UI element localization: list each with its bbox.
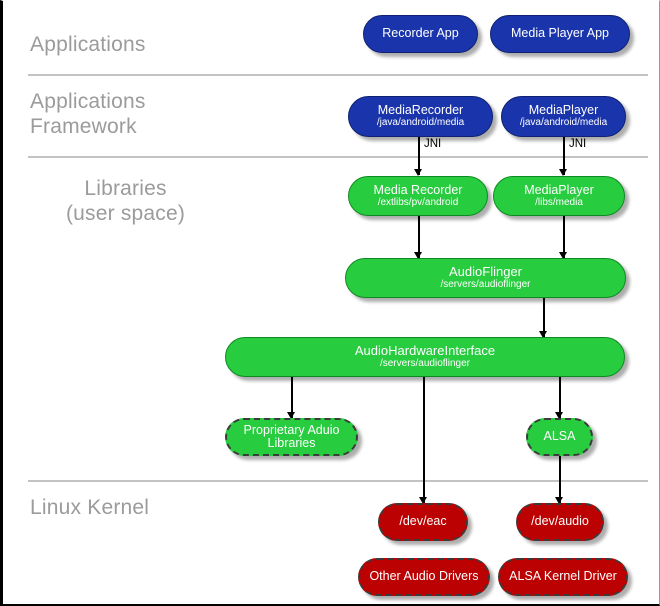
node-title: Recorder App [382,26,459,41]
node-title: AudioHardwareInterface [354,343,496,359]
section-label-applications-framework: Applications Framework [30,90,146,138]
arrowhead-mediarecorder-to-lib [414,169,422,176]
edge-label-jni-right: JNI [569,138,587,150]
node-alsa-kernel-driver[interactable]: ALSA Kernel Driver [498,558,628,596]
connector-alsa-to-dev-audio [559,456,561,503]
divider-linux-kernel [28,480,648,482]
node-title: /dev/audio [531,514,589,529]
node-title: MediaPlayer [528,103,599,118]
connector-ahi-to-alsa [559,376,561,418]
node-mediarecorder-framework[interactable]: MediaRecorder /java/android/media [348,96,493,137]
node-subtitle: /servers/audioflinger [440,279,531,291]
node-title: /dev/eac [399,514,447,529]
node-title: ALSA [543,429,576,444]
section-label-linux-kernel: Linux Kernel [30,496,150,519]
node-subtitle: /servers/audioflinger [379,358,471,370]
node-title: Media Recorder [373,182,463,197]
arrowhead-audioflinger-to-audiohardwareinterface [539,331,547,338]
connector-audioflinger-to-audiohardwareinterface [543,298,545,339]
node-other-audio-drivers[interactable]: Other Audio Drivers [358,558,490,596]
arrowhead-mediaplayer-lib-to-audioflinger [559,252,567,259]
connector-ahi-to-dev-eac [423,376,425,503]
arrowhead-mediarecorder-lib-to-audioflinger [414,252,422,259]
node-media-recorder-lib[interactable]: Media Recorder /extlibs/pv/android [348,176,488,216]
node-subtitle: /libs/media [535,196,583,208]
connector-mediarecorder-to-lib [418,137,420,175]
section-label-libraries: Libraries (user space) [65,177,186,225]
edge-label-jni-left: JNI [424,138,442,150]
arrowhead-ahi-to-dev-eac [419,497,427,504]
section-label-applications: Applications [30,33,146,56]
node-subtitle: /java/android/media [519,117,608,129]
arrowhead-ahi-to-proprietary [287,412,295,419]
connector-mediaplayer-lib-to-audioflinger [563,216,565,258]
arrowhead-alsa-to-dev-audio [555,497,563,504]
node-subtitle: /extlibs/pv/android [377,196,459,208]
node-dev-eac[interactable]: /dev/eac [378,503,468,541]
divider-framework [28,156,648,158]
node-title: ALSA Kernel Driver [509,569,617,584]
connector-ahi-to-proprietary [291,376,293,418]
node-title: Proprietary Aduio Libraries [243,422,340,450]
node-mediaplayer-framework[interactable]: MediaPlayer /java/android/media [501,96,626,137]
node-recorder-app[interactable]: Recorder App [363,15,478,53]
arrowhead-mediaplayer-to-lib [559,169,567,176]
node-mediaplayer-lib[interactable]: MediaPlayer /libs/media [493,176,625,216]
divider-applications [28,74,648,76]
node-title: AudioFlinger [449,264,522,280]
node-audiohardwareinterface[interactable]: AudioHardwareInterface /servers/audiofli… [225,337,625,377]
node-title: MediaRecorder [377,103,464,118]
connector-mediarecorder-lib-to-audioflinger [418,216,420,258]
node-title: MediaPlayer [524,182,594,197]
node-alsa[interactable]: ALSA [526,418,593,456]
node-subtitle: /java/android/media [376,117,465,129]
node-media-player-app[interactable]: Media Player App [490,15,630,53]
arrowhead-ahi-to-alsa [555,412,563,419]
node-dev-audio[interactable]: /dev/audio [516,503,604,541]
node-title: Other Audio Drivers [369,569,479,584]
connector-mediaplayer-to-lib [563,137,565,175]
node-proprietary-audio-libraries[interactable]: Proprietary Aduio Libraries [225,418,358,456]
node-audioflinger[interactable]: AudioFlinger /servers/audioflinger [345,258,626,298]
node-title: Media Player App [511,26,609,41]
